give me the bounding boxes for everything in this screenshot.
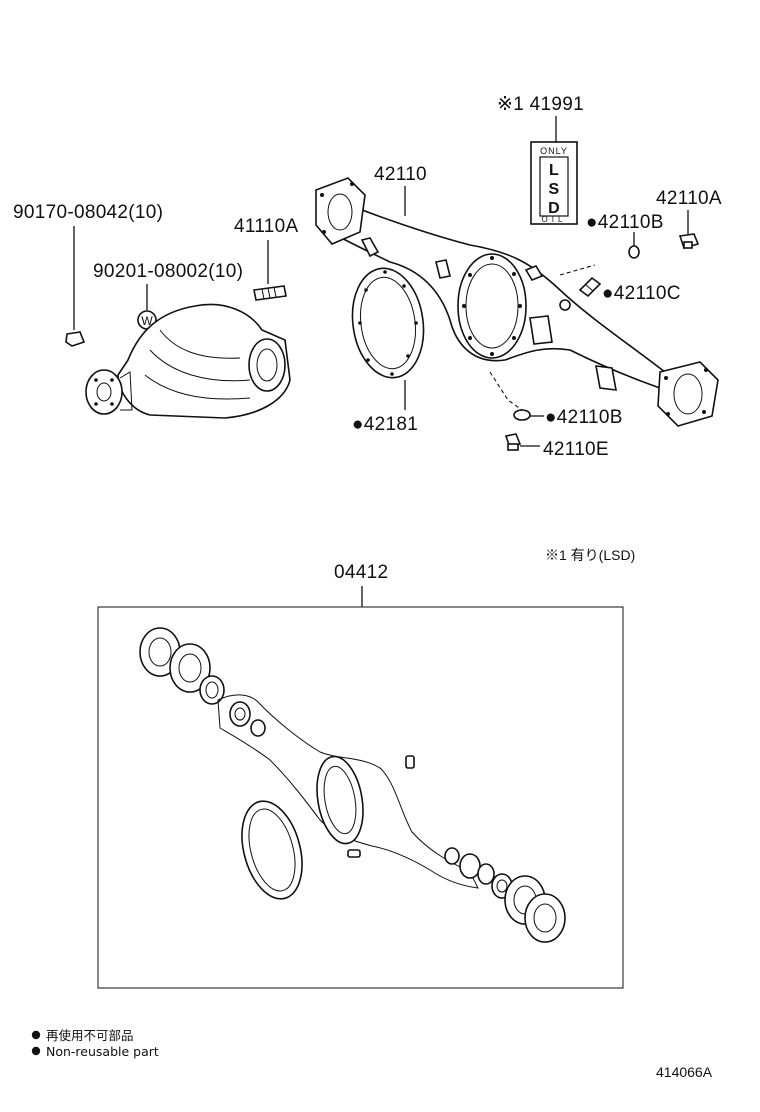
stud-bolt-41110a (253, 285, 287, 301)
label-42181: ●42181 (352, 414, 418, 435)
drain-plug-42110e (504, 433, 522, 451)
label-41991: ※1 41991 (497, 94, 584, 115)
label-41110a: 41110A (234, 216, 299, 237)
axle-housing (315, 177, 719, 427)
label-42110: 42110 (374, 164, 427, 185)
nut-90170 (65, 331, 86, 347)
legend-text-en: Non-reusable part (46, 1044, 159, 1059)
kit-gasket-set-drawing (139, 627, 566, 943)
legend-text-jp: 再使用不可部品 (46, 1028, 134, 1043)
label-90201: 90201-08002(10) (93, 261, 243, 282)
label-90170: 90170-08042(10) (13, 202, 163, 223)
label-42110a: 42110A (656, 188, 722, 209)
gasket-42181 (351, 267, 425, 379)
lsd-oil-plate: ONLY L S D OIL (530, 141, 578, 225)
label-04412: 04412 (334, 562, 388, 583)
legend-bullet-en (31, 1046, 41, 1056)
plate-letter-s: S (549, 181, 560, 198)
plug-42110c (578, 276, 602, 298)
plate-letter-l: L (549, 162, 559, 179)
plate-text-only: ONLY (540, 146, 568, 156)
figure-id: 414066A (656, 1064, 713, 1080)
washer-mark: W (141, 314, 153, 328)
plate-letter-d: D (548, 200, 560, 217)
kit-box-04412 (97, 606, 624, 989)
label-42110c: ●42110C (602, 283, 681, 304)
gasket-42110b-bottom (513, 409, 531, 421)
lsd-note: ※1 有り(LSD) (545, 547, 635, 563)
label-42110b-bottom: ●42110B (545, 407, 623, 428)
label-42110b-top: ●42110B (586, 212, 664, 233)
legend-bullet-jp (31, 1030, 41, 1040)
label-42110e: 42110E (543, 439, 609, 460)
differential-carrier (85, 303, 291, 419)
breather-plug-42110a (678, 233, 700, 249)
plate-text-oil: OIL (542, 215, 567, 224)
gasket-42110b-top (628, 245, 640, 259)
